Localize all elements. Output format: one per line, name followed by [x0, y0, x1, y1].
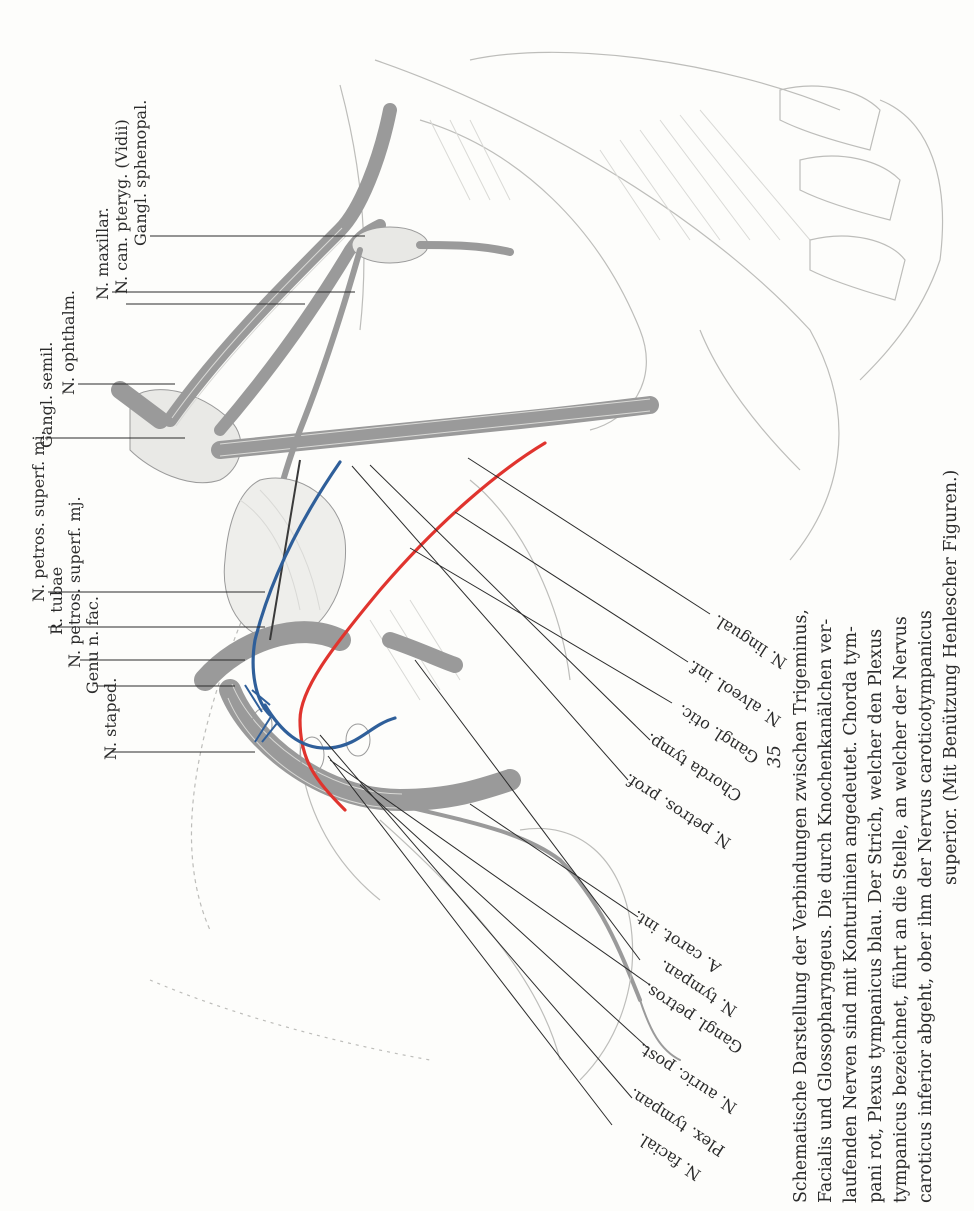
leader-lines	[45, 236, 710, 1125]
caption-line-3: laufenden Nerven sind mit Konturlinien a…	[841, 626, 861, 1203]
caption-line-6: caroticus inferior abgeht, ober ihm der …	[916, 610, 936, 1203]
caption-line-4: pani rot, Plexus tympanicus blau. Der St…	[866, 629, 886, 1203]
label-n-petros-superf-mi: N. petros. superf. mi.	[29, 430, 48, 602]
facial-nerve-region	[205, 460, 680, 1080]
caption-line-5: tympanicus bezeichnet, führt an die Stel…	[891, 616, 911, 1203]
label-n-lingual: N. lingual.	[709, 611, 790, 673]
caption: Schematische Darstellung der Verbindunge…	[791, 470, 961, 1203]
ganglion-sphenopalatinum	[352, 227, 510, 263]
label-genu-n-fac: Genu n. fac.	[83, 596, 102, 694]
labels-bottom: N. lingual. N. alveol. inf. Gangl. otic.…	[621, 611, 790, 1185]
labels-left: N. petros. superf. mi. R. tubae N. petro…	[29, 430, 120, 760]
label-n-can-pteryg-vidii: N. can. pteryg. (Vidii)	[112, 119, 131, 294]
trigeminal-nerves	[120, 110, 650, 483]
label-n-ophthalm: N. ophthalm.	[59, 290, 78, 395]
figure-number: 35	[764, 745, 785, 768]
label-n-petros-superf-mj: N. petros. superf. mj.	[65, 496, 84, 668]
label-n-staped: N. staped.	[101, 678, 120, 760]
label-r-tubae: R. tubae	[47, 567, 66, 635]
label-gangl-sphenopal: Gangl. sphenopal.	[131, 100, 150, 246]
label-n-maxillar: N. maxillar.	[93, 207, 112, 300]
caption-line-1: Schematische Darstellung der Verbindunge…	[791, 609, 811, 1203]
caption-line-2: Facialis und Glossopharyngeus. Die durch…	[816, 619, 836, 1203]
caption-line-7: superior. (Mit Benützung Henlescher Figu…	[941, 470, 961, 885]
